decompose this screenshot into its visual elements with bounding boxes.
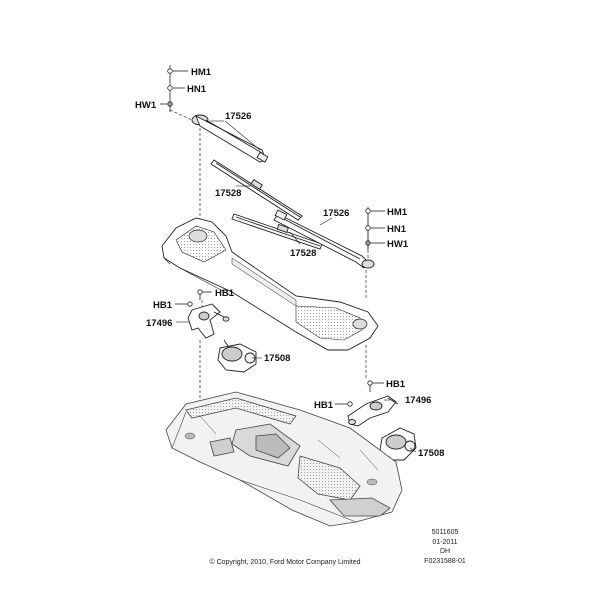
assembly-guide-lines	[169, 109, 369, 410]
bolt-group-low	[335, 380, 384, 407]
leader-lines	[176, 120, 417, 453]
wiper-linkage-right	[347, 395, 399, 427]
wiper-motor-left	[217, 339, 257, 373]
reference-initials: DH	[439, 548, 451, 555]
callout-hb1-mid-left: HB1	[153, 300, 173, 311]
callout-motor-right: 17508	[418, 448, 444, 459]
callout-blade-left: 17528	[215, 188, 241, 199]
callout-hn1-right: HN1	[387, 224, 407, 235]
cowl-panel	[161, 217, 379, 351]
washer-icon	[167, 85, 173, 91]
wiper-blade-right	[231, 213, 323, 250]
washer-icon	[365, 240, 371, 246]
callout-blade-right: 17528	[290, 248, 316, 259]
copyright-notice: © Copyright, 2010, Ford Motor Company Li…	[209, 559, 361, 566]
nut-icon	[167, 68, 173, 74]
callout-arm-left: 17526	[225, 111, 251, 122]
callout-linkage-left: 17496	[146, 318, 172, 329]
callout-hb1-low-left: HB1	[314, 400, 334, 411]
callout-arm-right: 17526	[323, 208, 349, 219]
bolt-icon	[347, 401, 353, 407]
callout-hm1-right: HM1	[387, 207, 408, 218]
bolt-icon	[367, 380, 373, 386]
nut-icon	[365, 208, 371, 214]
callout-hb1-low-right: HB1	[386, 379, 406, 390]
callout-linkage-right: 17496	[405, 395, 431, 406]
wiper-arm-left	[191, 114, 269, 163]
callout-hb1-mid-right: HB1	[215, 288, 235, 299]
callout-motor-left: 17508	[264, 353, 290, 364]
wiper-linkage-left	[187, 303, 230, 339]
callout-hw1-top: HW1	[135, 100, 157, 111]
wiper-arm-right	[273, 209, 375, 269]
washer-icon	[167, 101, 173, 107]
bolt-icon	[197, 289, 203, 295]
reference-figure-id: F0231588-01	[424, 557, 466, 565]
reference-block: 5011605 01-2011 DH F0231588-01	[408, 528, 482, 566]
fastener-stack-left	[160, 65, 188, 112]
bulkhead-panel	[165, 391, 403, 527]
fastener-stack-right	[365, 207, 385, 250]
callout-hw1-right: HW1	[387, 239, 409, 250]
callout-hn1-top: HN1	[187, 84, 207, 95]
wiper-motor-right	[379, 427, 417, 461]
reference-date: 01-2011	[432, 538, 458, 546]
wiper-blade-left	[210, 159, 303, 221]
bolt-icon	[187, 301, 193, 307]
bolt-group-mid	[175, 289, 212, 307]
callout-labels: HM1 HN1 HW1 17526 17528 17526 HM1 HN1 HW…	[135, 67, 444, 459]
callout-hm1-top: HM1	[191, 67, 212, 78]
washer-icon	[365, 225, 371, 231]
reference-code: 5011605	[431, 529, 459, 536]
